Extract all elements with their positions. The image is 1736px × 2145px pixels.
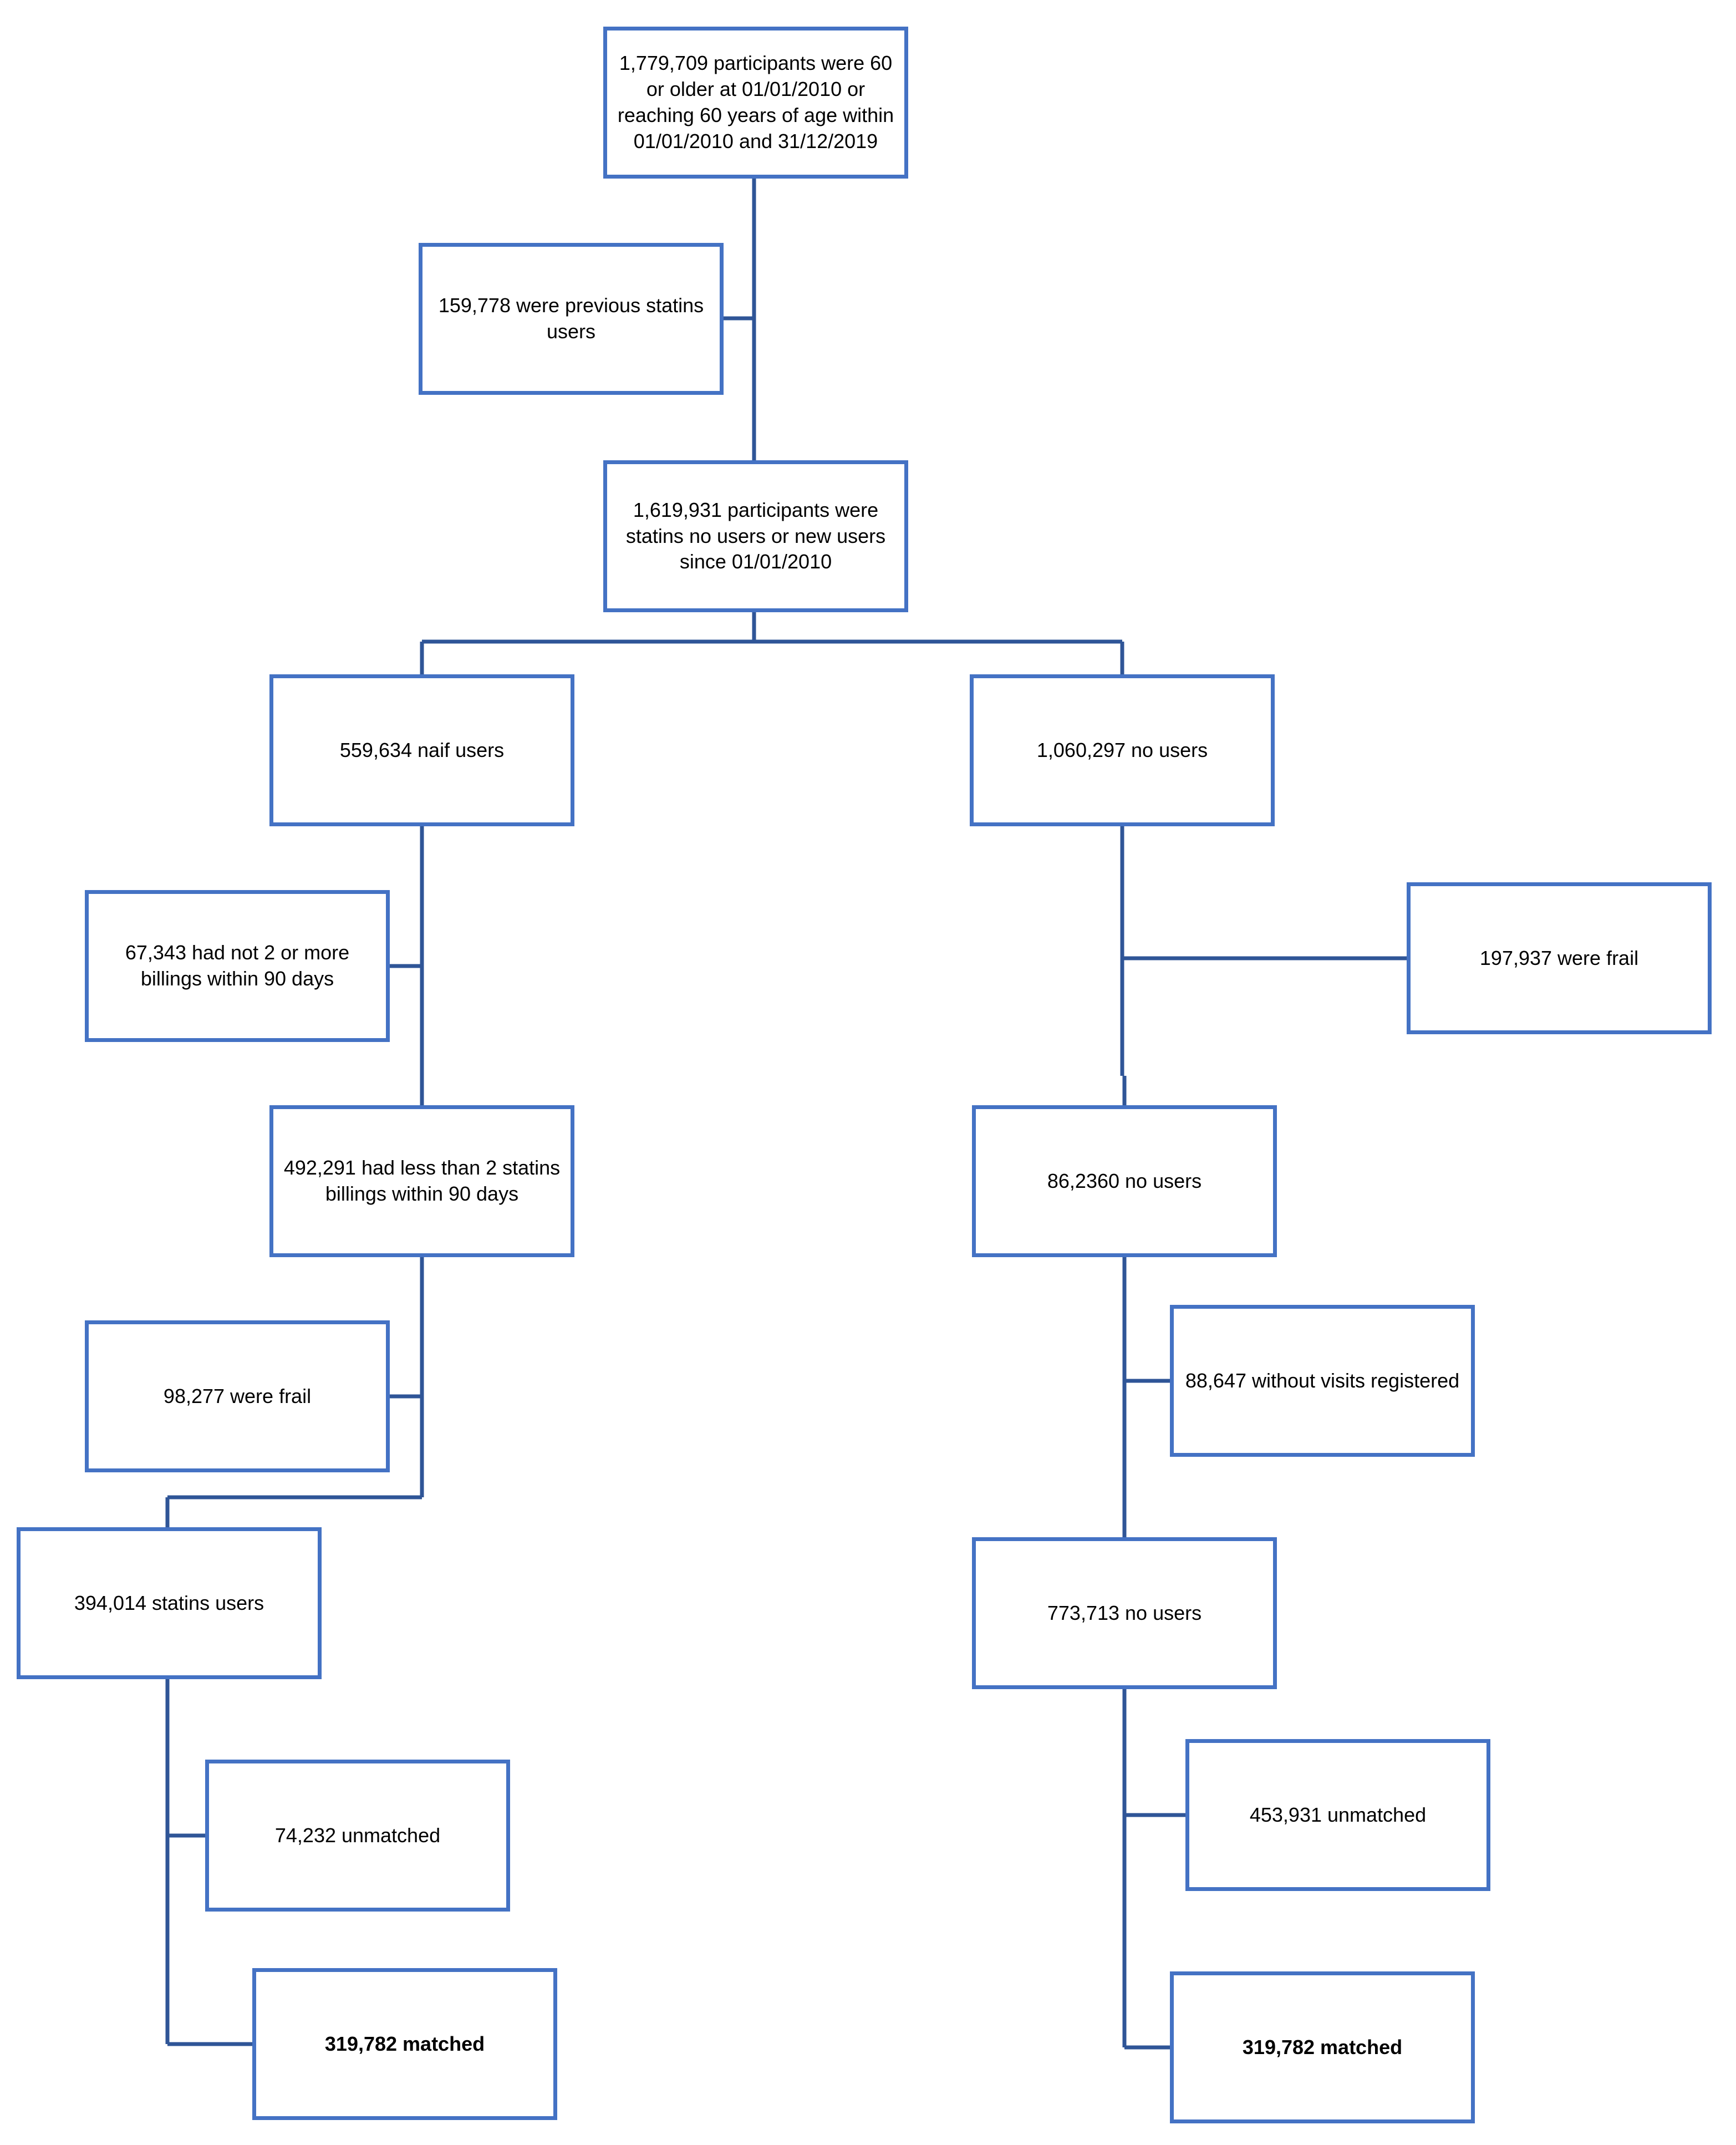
box-text: 1,619,931 participants were statins no u… <box>625 498 886 573</box>
box-text: 86,2360 no users <box>1047 1169 1202 1192</box>
box-text: 159,778 were previous statins users <box>438 294 704 343</box>
box-text: 319,782 matched <box>1242 2035 1403 2058</box>
box-text: 1,060,297 no users <box>1036 738 1208 761</box>
box-not-2-billings: 67,343 had not 2 or more billings within… <box>85 890 390 1042</box>
box-text: 394,014 statins users <box>74 1591 264 1614</box>
box-text: 559,634 naif users <box>339 738 505 761</box>
box-unmatched-right: 453,931 unmatched <box>1185 1739 1490 1891</box>
box-text: 67,343 had not 2 or more billings within… <box>125 941 350 990</box>
box-text: 98,277 were frail <box>163 1384 312 1407</box>
box-no-users-or-new-users: 1,619,931 participants were statins no u… <box>603 460 908 612</box>
box-less-than-2-billings: 492,291 had less than 2 statins billings… <box>269 1105 574 1257</box>
box-total-participants: 1,779,709 participants were 60 or older … <box>603 27 908 179</box>
box-text: 492,291 had less than 2 statins billings… <box>283 1156 561 1205</box>
box-text: 319,782 matched <box>324 2032 485 2055</box>
box-text: 1,779,709 participants were 60 or older … <box>617 52 894 153</box>
box-frail-no-users: 197,937 were frail <box>1407 882 1712 1034</box>
box-without-visits: 88,647 without visits registered <box>1170 1305 1475 1457</box>
box-naif-users: 559,634 naif users <box>269 674 574 826</box>
box-no-users-2: 86,2360 no users <box>972 1105 1277 1257</box>
box-text: 773,713 no users <box>1047 1601 1202 1624</box>
box-matched-right: 319,782 matched <box>1170 1971 1475 2123</box>
box-statins-users: 394,014 statins users <box>17 1527 322 1679</box>
box-text: 88,647 without visits registered <box>1185 1369 1460 1392</box>
box-unmatched-left: 74,232 unmatched <box>205 1760 510 1912</box>
box-text: 197,937 were frail <box>1479 946 1639 969</box>
box-previous-statins-users: 159,778 were previous statins users <box>419 243 724 395</box>
box-matched-left: 319,782 matched <box>252 1968 557 2120</box>
box-frail-naif: 98,277 were frail <box>85 1320 390 1472</box>
box-text: 453,931 unmatched <box>1249 1803 1427 1826</box>
box-no-users-3: 773,713 no users <box>972 1537 1277 1689</box>
box-text: 74,232 unmatched <box>274 1823 441 1847</box>
box-no-users-1: 1,060,297 no users <box>970 674 1275 826</box>
